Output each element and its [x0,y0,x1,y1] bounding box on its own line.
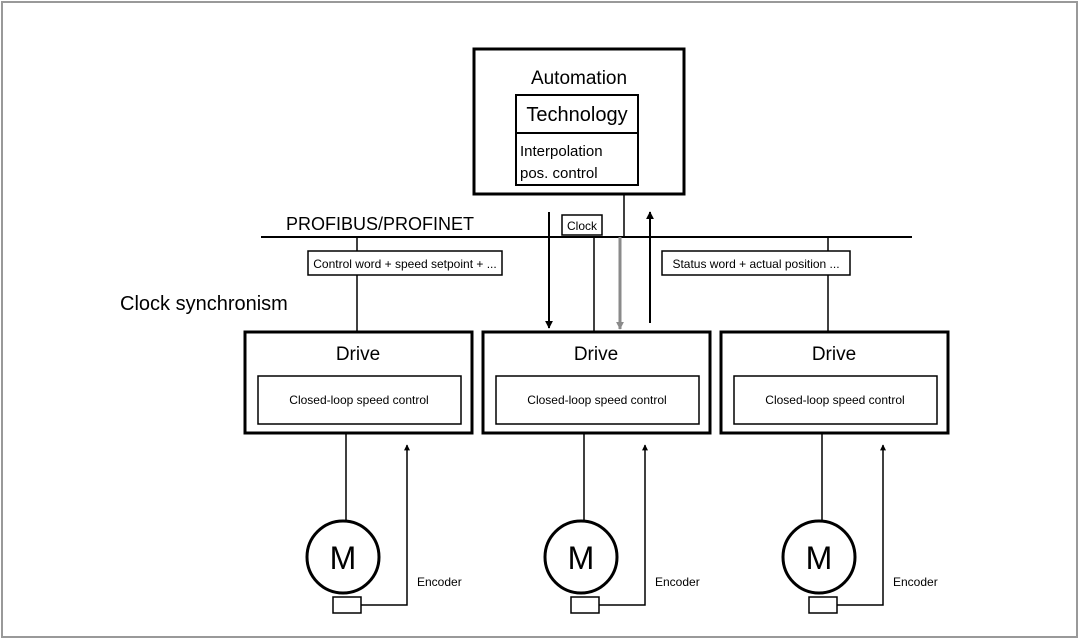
drive-box [719,330,950,435]
drive-box [243,330,474,435]
drive-unit: Drive Closed-loop speed control M Encode… [243,330,474,614]
clock-synchronism-label: Clock synchronism [120,293,288,315]
encoder-feedback-line [361,444,410,606]
motor-label: M [330,540,357,576]
control-word-label: Control word + speed setpoint + ... [313,257,496,271]
encoder-block [570,596,600,614]
clock-box [561,214,603,236]
automation-block: Automation Technology Interpolation pos.… [472,47,686,196]
speed-control-label: Closed-loop speed control [765,393,904,407]
encoder-feedback-line [837,444,886,606]
drive-unit: Drive Closed-loop speed control M Encode… [481,330,712,614]
bus-label: PROFIBUS/PROFINET [286,214,474,234]
automation-title: Automation [531,68,627,89]
motor-circle [305,519,381,595]
drive-title: Drive [812,344,856,365]
motor-circle [543,519,619,595]
status-word-box [661,250,851,276]
speed-control-label: Closed-loop speed control [527,393,666,407]
drive-title: Drive [336,344,380,365]
speed-control-box [495,375,700,425]
technology-label: Technology [526,104,627,126]
interpolation-box [515,132,639,186]
speed-control-box [733,375,938,425]
drive-unit: Drive Closed-loop speed control M Encode… [719,330,950,614]
status-word-label: Status word + actual position ... [672,257,839,271]
encoder-block [332,596,362,614]
drive-box [481,330,712,435]
bus: PROFIBUS/PROFINET Clock [261,214,912,238]
motor-circle [781,519,857,595]
encoder-block [808,596,838,614]
speed-control-label: Closed-loop speed control [289,393,428,407]
encoder-label: Encoder [655,575,700,589]
speed-control-box [257,375,462,425]
interpolation-label: Interpolation [520,143,603,160]
motor-label: M [806,540,833,576]
clock-label: Clock [567,219,598,233]
pos-control-label: pos. control [520,165,598,182]
drive-title: Drive [574,344,618,365]
encoder-feedback-line [599,444,648,606]
encoder-label: Encoder [893,575,938,589]
control-word-box [307,250,503,276]
encoder-label: Encoder [417,575,462,589]
motor-label: M [568,540,595,576]
